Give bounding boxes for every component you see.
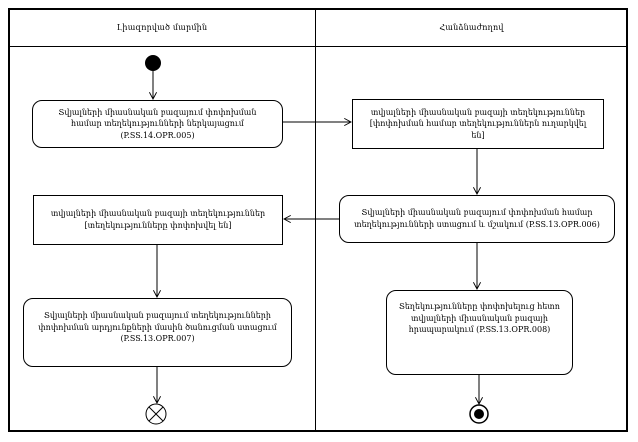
lane-header-authorized-body: Լիազորված մարմին: [9, 9, 315, 46]
object-state-label: [փոփոխման համար տեղեկություններն ուղարկվ…: [369, 119, 587, 140]
diagram-frame: [8, 8, 628, 432]
object-label: տվյալների միասնական բազայի տեղեկությունն…: [50, 209, 266, 219]
object-state-label: [տեղեկությունները փոփոխվել են]: [84, 221, 232, 230]
header-divider-line: [8, 46, 628, 47]
lane-title-label: Հանձնաժողով: [439, 23, 504, 32]
action-receive-process: Տվյալների միասնական բազայում փոփոխման հա…: [339, 195, 615, 243]
object-node-info-changed: տվյալների միասնական բազայի տեղեկությունն…: [33, 195, 283, 245]
action-label: Տեղեկությունները փոփոխելուց հետո տվյալնե…: [399, 302, 560, 335]
action-publish-db: Տեղեկությունները փոփոխելուց հետո տվյալնե…: [386, 290, 573, 375]
action-submit-info: Տվյալների միասնական բազայում փոփոխման հա…: [32, 100, 283, 148]
action-label: Տվյալների միասնական բազայում տեղեկությու…: [38, 311, 277, 344]
lane-header-commission: Հանձնաժողով: [316, 9, 627, 46]
object-label: տվյալների միասնական բազայի տեղեկությունն…: [370, 107, 586, 117]
object-node-info-sent: տվյալների միասնական բազայի տեղեկությունն…: [352, 99, 604, 149]
action-label: Տվյալների միասնական բազայում փոփոխման հա…: [354, 208, 600, 229]
action-receive-notice: Տվյալների միասնական բազայում տեղեկությու…: [23, 298, 292, 367]
swimlane-divider: [315, 8, 316, 432]
action-label: Տվյալների միասնական բազայում փոփոխման հա…: [58, 107, 257, 140]
lane-title-label: Լիազորված մարմին: [116, 23, 208, 32]
